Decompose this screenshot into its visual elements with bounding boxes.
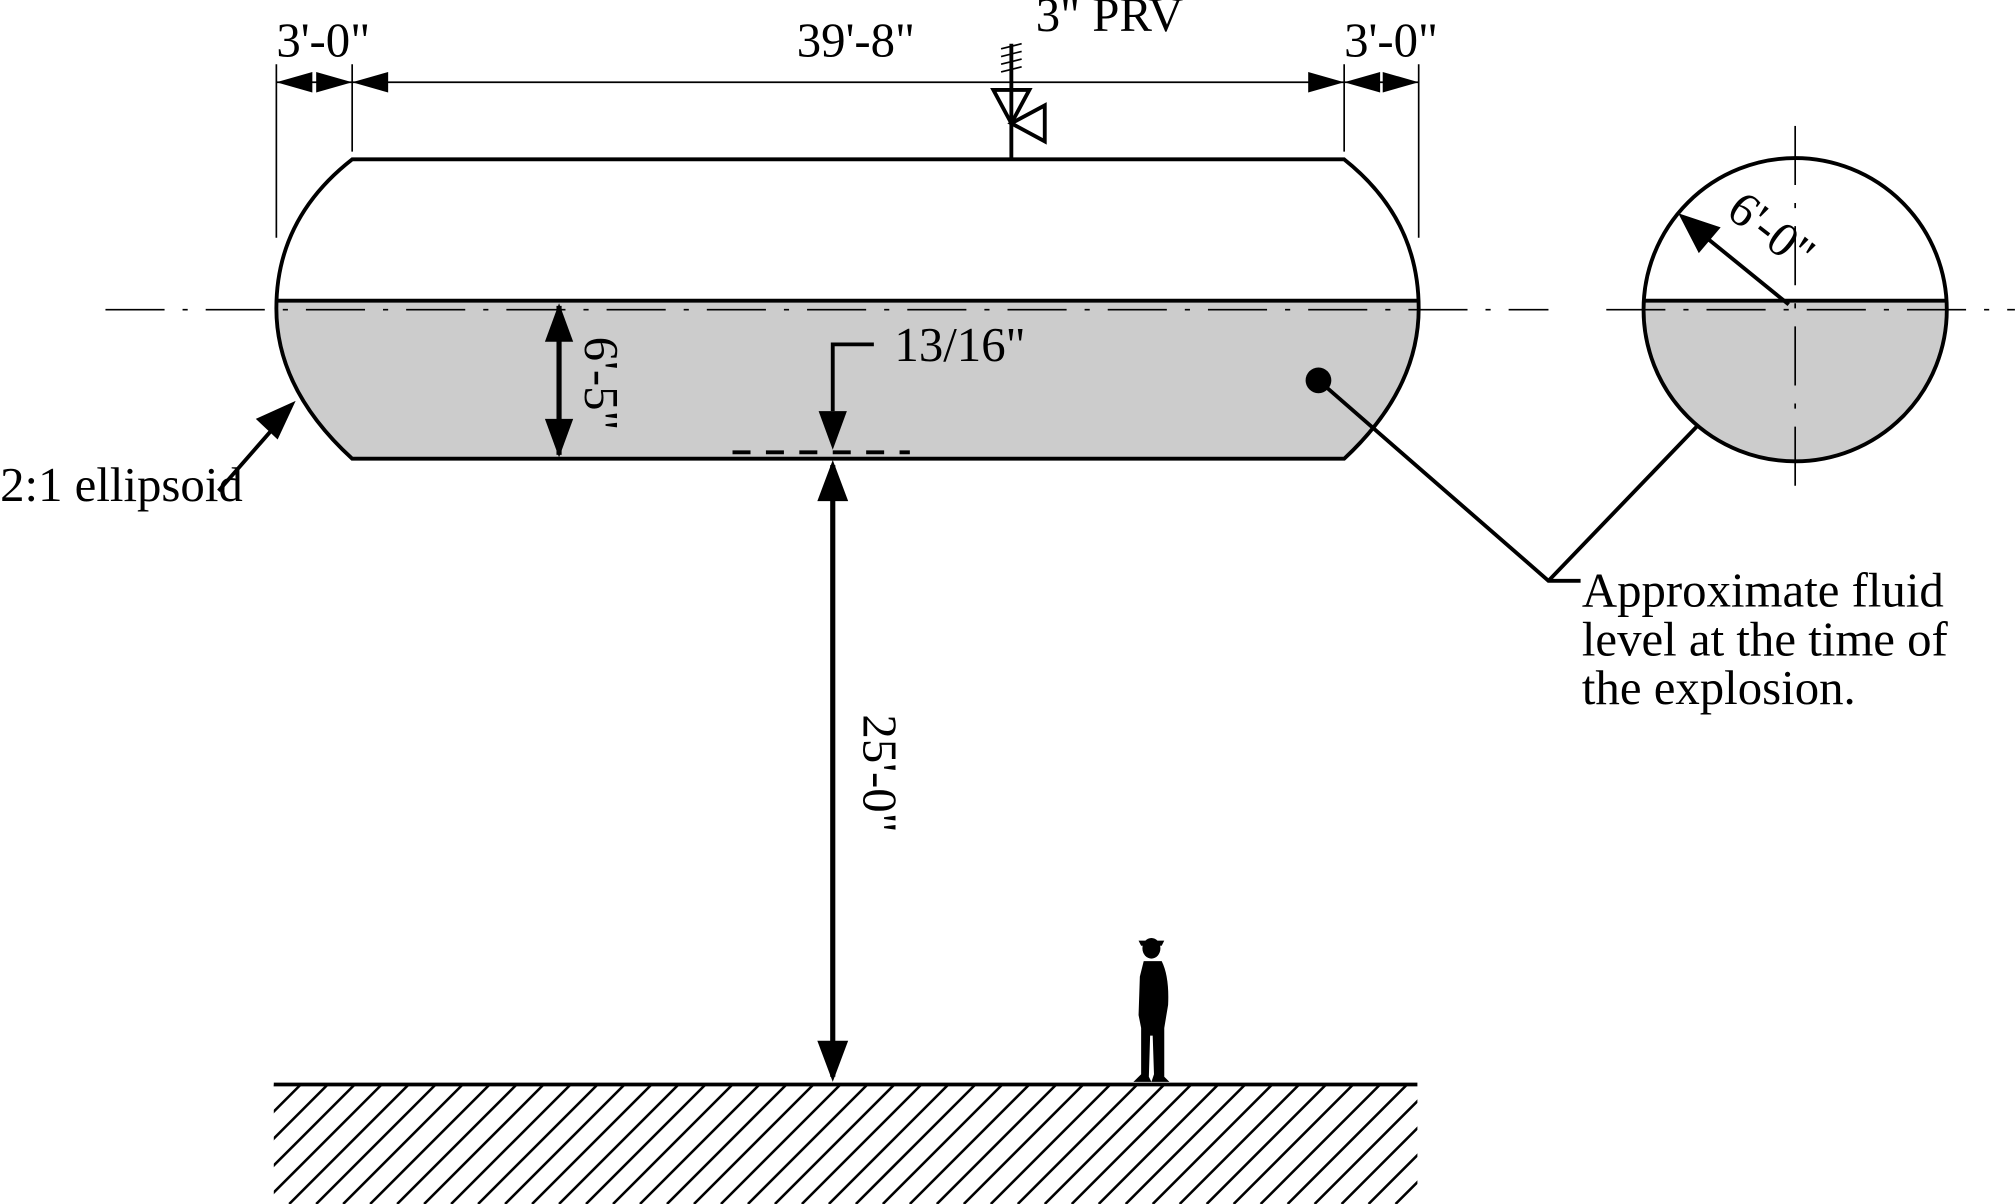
ground-hatch-line <box>881 1083 1004 1204</box>
ground-hatch-line <box>908 1083 1031 1204</box>
radius-label: 6'-0" <box>1718 180 1826 281</box>
ground-hatch-line <box>1313 1099 1418 1204</box>
right-head-length-label: 3'-0" <box>1344 13 1438 68</box>
ground-hatch-line <box>1097 1083 1220 1204</box>
ground-hatch-line <box>774 1083 896 1204</box>
ground-hatch-line <box>1394 1180 1418 1204</box>
fluid-depth-label: 6'-5" <box>574 337 629 431</box>
ground-hatch-line <box>558 1083 680 1204</box>
ground-hatch-line <box>989 1083 1112 1204</box>
ground-hatch-line <box>1259 1083 1382 1204</box>
ground-hatch-line <box>747 1083 869 1204</box>
shell-length-label: 39'-8" <box>797 13 915 68</box>
ground-hatch-line <box>827 1083 950 1204</box>
ground-hatch-line <box>531 1083 653 1204</box>
ground-hatch-line <box>585 1083 707 1204</box>
ground-hatch-line <box>273 1083 383 1195</box>
ground-hatch-line <box>854 1083 977 1204</box>
ground-hatch-line <box>666 1083 788 1204</box>
left-head-length-label: 3'-0" <box>276 13 370 68</box>
ground-hatch-line <box>273 1083 302 1114</box>
ground-hatch-line <box>1151 1083 1274 1204</box>
ground-hatch-line <box>504 1083 626 1204</box>
ground-hatch-line <box>1124 1083 1247 1204</box>
person-icon <box>1133 938 1170 1082</box>
wall-thickness-label: 13/16" <box>894 317 1025 372</box>
fluid-note-line-3: the explosion. <box>1582 660 1856 715</box>
ground-hatch-line <box>1340 1126 1418 1204</box>
fluid-note-line-1: Approximate fluid <box>1582 562 1944 617</box>
ground-hatch-line <box>273 1083 356 1168</box>
prv-symbol <box>990 42 1047 160</box>
wall-thickness-leader <box>818 342 874 450</box>
ground-hatch-line <box>342 1083 464 1204</box>
fluid-note-line-2: level at the time of <box>1582 611 1949 666</box>
fluid-fill <box>276 300 1419 459</box>
height-dimension <box>817 460 849 1082</box>
ground-hatch-line <box>1016 1083 1139 1204</box>
ground <box>273 1082 1597 1204</box>
ground-hatch-line <box>612 1083 734 1204</box>
ground-hatch-line <box>1477 1084 1597 1204</box>
cross-section <box>1606 125 2015 499</box>
ground-hatch-line <box>1205 1083 1328 1204</box>
ground-hatch-line <box>423 1083 545 1204</box>
head-type-label: 2:1 ellipsoid <box>0 457 243 512</box>
ground-hatch-line <box>935 1083 1058 1204</box>
height-label: 25'-0" <box>853 714 908 832</box>
ground-hatch-line <box>962 1083 1085 1204</box>
ground-hatch-line <box>1043 1083 1166 1204</box>
fluid-depth-dimension <box>544 303 574 458</box>
ground-hatch-line <box>1367 1153 1418 1204</box>
ground-hatch-line <box>693 1083 815 1204</box>
ground-hatch-line <box>1070 1083 1193 1204</box>
ground-hatch-line <box>396 1083 518 1204</box>
ground-hatch-line <box>1232 1083 1355 1204</box>
ground-hatch-line <box>288 1083 410 1204</box>
ground-hatch-line <box>720 1083 842 1204</box>
ground-hatch-line <box>1423 1084 1543 1204</box>
top-dimension <box>275 64 1420 238</box>
ground-hatch-line <box>315 1083 437 1204</box>
ground-hatch-line <box>1450 1084 1570 1204</box>
ground-hatch-line <box>639 1083 761 1204</box>
ellipsoid-leader <box>217 400 296 493</box>
ground-hatch-line <box>369 1083 491 1204</box>
prv-label: 3" PRV <box>1036 0 1184 42</box>
ground-hatch-line <box>273 1083 329 1141</box>
ground-hatch-line <box>1178 1083 1301 1204</box>
ground-hatch-line <box>800 1083 923 1204</box>
ground-hatch-line <box>450 1083 572 1204</box>
ground-hatch-line <box>1286 1083 1409 1204</box>
ground-hatch-line <box>477 1083 599 1204</box>
ground-hatch-line <box>273 1084 275 1087</box>
tank-outline <box>274 157 1421 461</box>
